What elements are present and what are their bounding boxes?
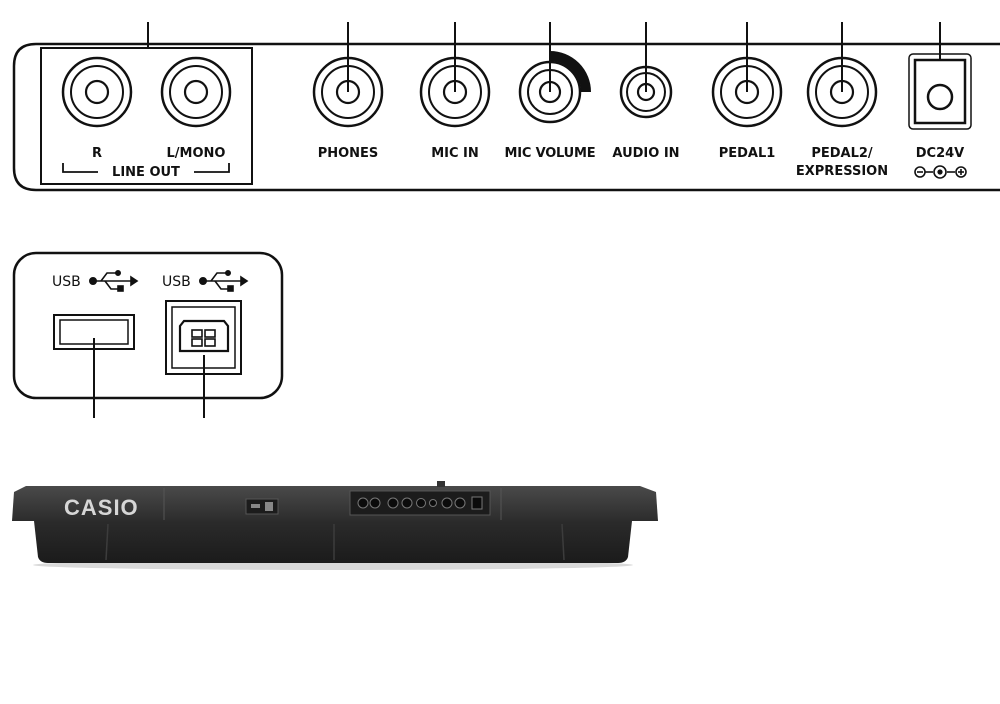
- usb-b-usb-icon: [199, 269, 249, 292]
- mic-in-jack: [419, 56, 491, 128]
- line-out-lmono-label: L/MONO: [167, 146, 226, 161]
- audio-in-label: AUDIO IN: [612, 146, 679, 161]
- mic-volume-knob: [518, 51, 591, 124]
- line-out-bracket: [62, 163, 230, 173]
- pedal2-label-line1: PEDAL2/: [811, 146, 873, 161]
- line-out-label: LINE OUT: [112, 165, 180, 180]
- dc24v-jack: [908, 53, 972, 130]
- pedal1-label: PEDAL1: [719, 146, 776, 161]
- mic-in-label: MIC IN: [431, 146, 479, 161]
- dc-polarity-icon: [914, 165, 967, 179]
- phones-jack: [312, 56, 384, 128]
- keyboard-brand-logo: CASIO: [64, 495, 139, 520]
- keyboard-rear-view: CASIO: [12, 481, 658, 570]
- pedal2-expression-jack: [806, 56, 878, 128]
- line-out-lmono-jack: [160, 56, 232, 128]
- pedal1-jack: [711, 56, 783, 128]
- pedal2-label-line2: EXPRESSION: [796, 164, 888, 179]
- line-out-r-label: R: [92, 146, 102, 161]
- volume-arc-icon: [549, 51, 591, 93]
- rear-jack-panel: R L/MONO LINE OUT PHONES MIC IN MIC VOLU…: [12, 22, 1000, 192]
- line-out-r-jack: [61, 56, 133, 128]
- usb-leader-lines: [93, 338, 205, 418]
- keyboard-jack-strip: [349, 481, 491, 516]
- audio-in-jack: [619, 65, 673, 119]
- usb-a-label: USB: [52, 274, 81, 290]
- line-out-group-box: [40, 47, 253, 185]
- dc24v-label: DC24V: [916, 146, 964, 161]
- usb-b-label: USB: [162, 274, 191, 290]
- callout-leader-lines: [147, 22, 941, 92]
- jack-panel-outline: [12, 42, 1000, 192]
- usb-panel: USB USB: [12, 251, 284, 418]
- usb-a-usb-icon: [89, 269, 139, 292]
- phones-label: PHONES: [318, 146, 379, 161]
- mic-volume-label: MIC VOLUME: [505, 146, 596, 161]
- usb-panel-outline: [12, 251, 284, 400]
- keyboard-usb-ports: [245, 498, 279, 515]
